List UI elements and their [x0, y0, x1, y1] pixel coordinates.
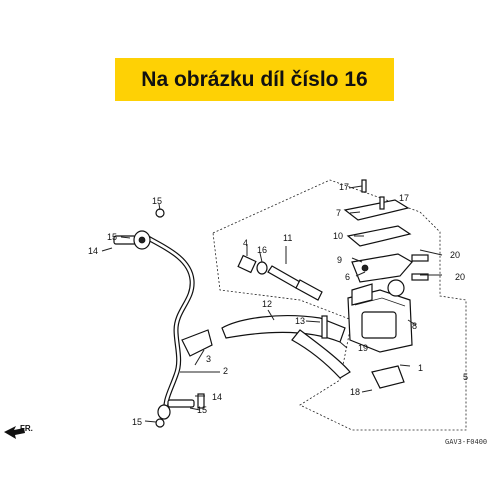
callout-17b: 17	[399, 193, 409, 203]
piston-kit	[237, 254, 323, 301]
callout-20a: 20	[450, 250, 460, 260]
callout-13: 13	[295, 316, 305, 326]
part-number-banner: Na obrázku díl číslo 16	[115, 58, 394, 101]
callout-8: 8	[412, 321, 417, 331]
callout-11: 11	[283, 233, 292, 243]
hose-clamp	[181, 329, 213, 357]
master-cylinder-body	[347, 279, 413, 353]
callout-15c: 15	[197, 405, 207, 415]
callout-3: 3	[206, 354, 211, 364]
callout-19: 19	[358, 343, 368, 353]
reservoir-cap	[343, 199, 413, 283]
callout-labels: 1 2 3 4 5 6 7 8 9 10 11 12 13 14 14 15 1…	[88, 182, 468, 427]
callout-18: 18	[350, 387, 360, 397]
brake-switch	[371, 365, 405, 389]
holder-bolt	[411, 254, 429, 262]
direction-label: FR.	[20, 424, 33, 433]
callout-14b: 14	[212, 392, 222, 402]
callout-5: 5	[463, 372, 468, 382]
cap-screw	[361, 179, 367, 193]
brake-lever	[221, 315, 351, 379]
callout-10: 10	[333, 231, 343, 241]
callout-4: 4	[243, 238, 248, 248]
upper-banjo-bolt	[113, 230, 151, 250]
callout-6: 6	[345, 272, 350, 282]
washer	[155, 208, 165, 218]
callout-1: 1	[418, 363, 423, 373]
callout-15b: 15	[107, 232, 117, 242]
callout-15a: 15	[152, 196, 162, 206]
callout-7: 7	[336, 208, 341, 218]
diagram-code: GAV3-F0400	[445, 438, 487, 446]
callout-20b: 20	[455, 272, 465, 282]
callout-9: 9	[337, 255, 342, 265]
pivot-bolt	[321, 315, 328, 339]
callout-17a: 17	[339, 182, 349, 192]
callout-14a: 14	[88, 246, 98, 256]
callout-2: 2	[223, 366, 228, 376]
leader-lines	[101, 185, 443, 423]
callout-16: 16	[257, 245, 267, 255]
callout-12: 12	[262, 299, 272, 309]
lower-banjo-bolt	[157, 399, 195, 420]
front-direction-arrow: FR.	[4, 424, 33, 439]
svg-text:15: 15	[132, 417, 142, 427]
assembly-boundary	[212, 179, 467, 431]
